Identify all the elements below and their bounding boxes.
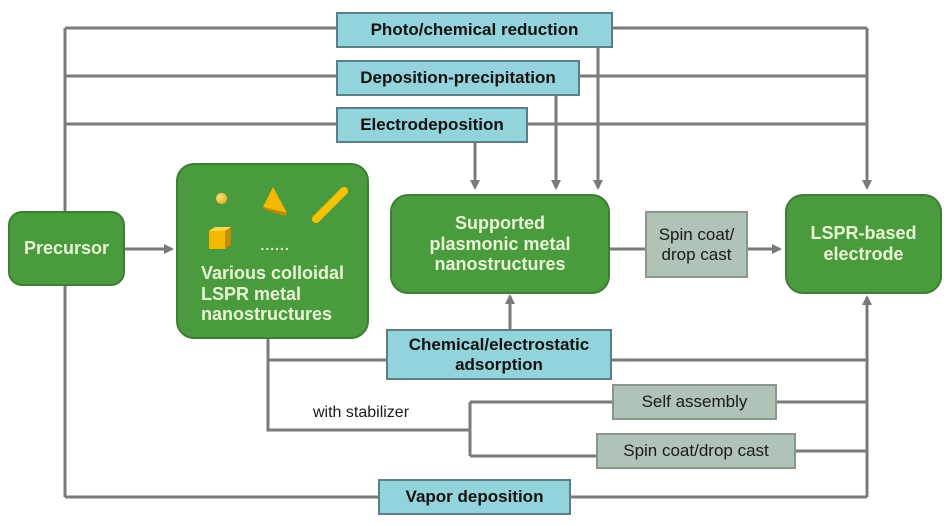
chemical-electrostatic-adsorption-label: Chemical/electrostatic adsorption	[408, 334, 590, 374]
electrodeposition-node: Electrodeposition	[336, 107, 528, 143]
photo-chemical-reduction-label: Photo/chemical reduction	[370, 20, 579, 40]
precursor-node: Precursor	[8, 211, 125, 286]
more-shapes-ellipsis: ......	[260, 237, 290, 253]
electrode-node: LSPR-based electrode	[785, 194, 942, 294]
electrode-label: LSPR-based electrode	[810, 223, 917, 264]
spin-coat-drop-cast-node-2: Spin coat/drop cast	[596, 433, 796, 469]
supported-node: Supported plasmonic metal nanostructures	[390, 194, 610, 294]
electrodeposition-label: Electrodeposition	[360, 115, 504, 135]
triangle-icon	[262, 187, 287, 216]
vapor-deposition-node: Vapor deposition	[378, 479, 571, 515]
chemical-electrostatic-adsorption-node: Chemical/electrostatic adsorption	[386, 329, 612, 380]
colloidal-node: ...... Various colloidal LSPR metal nano…	[176, 163, 369, 339]
cube-icon	[208, 227, 231, 249]
precursor-label: Precursor	[23, 238, 110, 259]
sphere-icon	[215, 193, 227, 204]
rod-icon	[311, 187, 348, 223]
self-assembly-label: Self assembly	[641, 392, 748, 412]
with-stabilizer-label: with stabilizer	[313, 404, 410, 421]
vapor-deposition-label: Vapor deposition	[405, 487, 544, 507]
spin-coat-drop-cast-label-2: Spin coat/drop cast	[623, 441, 769, 461]
spin-coat-drop-cast-node-1: Spin coat/ drop cast	[645, 211, 748, 278]
photo-chemical-reduction-node: Photo/chemical reduction	[336, 12, 613, 48]
spin-coat-drop-cast-label-1: Spin coat/ drop cast	[658, 224, 735, 264]
supported-label: Supported plasmonic metal nanostructures	[429, 212, 571, 275]
self-assembly-node: Self assembly	[612, 384, 777, 420]
nanoparticle-illustration: ......	[183, 175, 363, 255]
deposition-precipitation-label: Deposition-precipitation	[360, 68, 556, 88]
connector-colloidal-down	[266, 337, 470, 432]
deposition-precipitation-node: Deposition-precipitation	[336, 60, 580, 96]
colloidal-label: Various colloidal LSPR metal nanostructu…	[200, 263, 345, 325]
